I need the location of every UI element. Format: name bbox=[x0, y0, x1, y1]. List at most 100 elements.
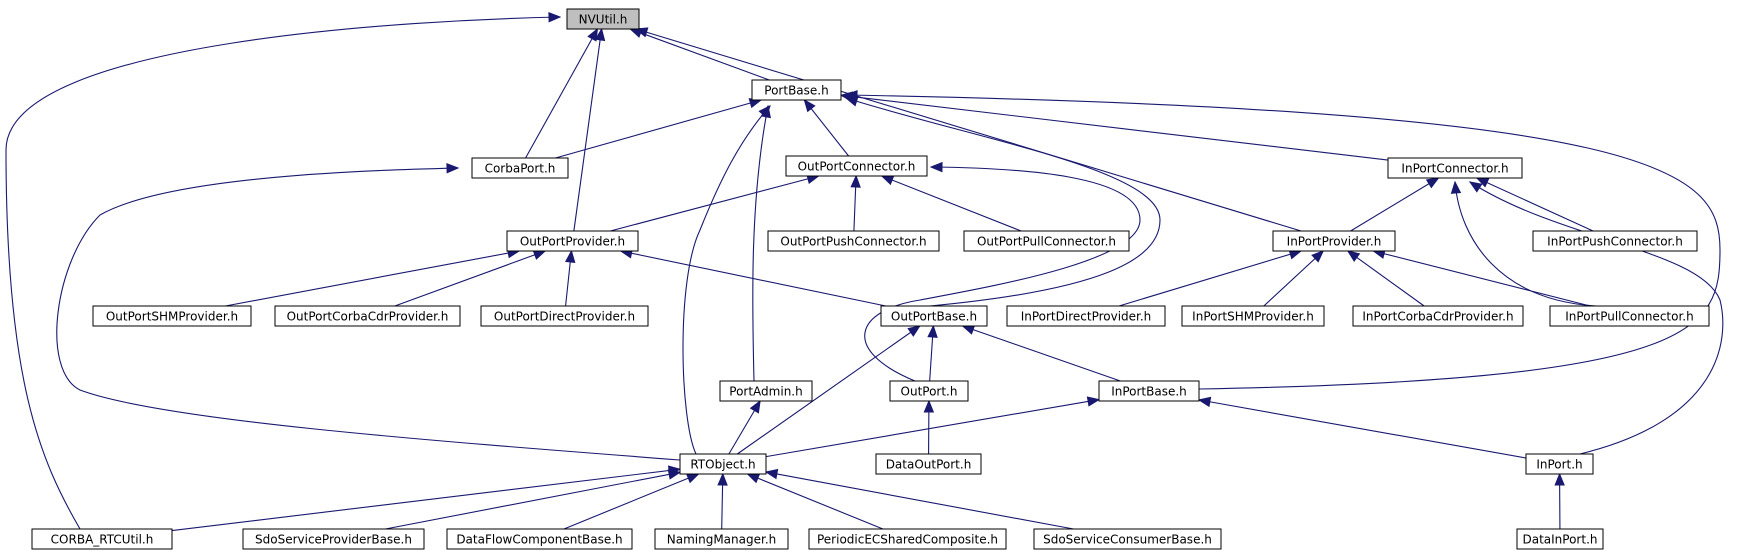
node-outportpushconnector[interactable]: OutPortPushConnector.h bbox=[767, 230, 940, 252]
node-box bbox=[566, 8, 640, 30]
node-box bbox=[1181, 305, 1325, 327]
node-box bbox=[446, 528, 633, 550]
node-label: SdoServiceConsumerBase.h bbox=[1043, 533, 1212, 547]
edge-outportprovider-to-nvutil bbox=[573, 27, 606, 232]
edge-outportconnector-to-portbase bbox=[803, 98, 850, 157]
node-box bbox=[480, 305, 649, 327]
node-label: OutPortConnector.h bbox=[798, 160, 916, 174]
node-outportpullconnector[interactable]: OutPortPullConnector.h bbox=[963, 230, 1130, 252]
node-inportprovider[interactable]: InPortProvider.h bbox=[1272, 230, 1396, 252]
node-inportcorbacdrprovider[interactable]: InPortCorbaCdrProvider.h bbox=[1352, 305, 1524, 327]
node-outportshmprovider[interactable]: OutPortSHMProvider.h bbox=[92, 305, 252, 327]
node-outportconnector[interactable]: OutPortConnector.h bbox=[785, 155, 928, 177]
node-periodicecsharedcomposite[interactable]: PeriodicECSharedComposite.h bbox=[808, 528, 1007, 550]
node-box bbox=[679, 453, 767, 475]
edge-sdoserviceconsumerbase-to-rtobject bbox=[764, 468, 1074, 530]
edge-outportcorbacdrprovider-to-outportprovider bbox=[394, 250, 547, 307]
node-corbaport[interactable]: CorbaPort.h bbox=[471, 157, 569, 179]
node-inportshmprovider[interactable]: InPortSHMProvider.h bbox=[1181, 305, 1325, 327]
node-inport[interactable]: InPort.h bbox=[1525, 453, 1594, 475]
node-dataoutport[interactable]: DataOutPort.h bbox=[875, 453, 982, 475]
node-label: DataInPort.h bbox=[1522, 533, 1597, 547]
edge-dataoutport-to-outport bbox=[923, 399, 935, 455]
node-outport[interactable]: OutPort.h bbox=[889, 380, 969, 402]
node-label: InPortSHMProvider.h bbox=[1192, 310, 1314, 324]
node-box bbox=[808, 528, 1007, 550]
node-corba_rtcutil[interactable]: CORBA_RTCUtil.h bbox=[31, 528, 173, 550]
edge-periodicecsharedcomposite-to-rtobject bbox=[746, 473, 884, 530]
edge-inportcorbacdrprovider-to-inportprovider bbox=[1346, 250, 1425, 307]
edge-inportbase-to-outportbase bbox=[961, 324, 1121, 382]
edge-rtobject-to-outportbase bbox=[736, 325, 921, 455]
edge-inportprovider-to-inportconnector bbox=[1350, 177, 1440, 232]
node-portbase[interactable]: PortBase.h bbox=[751, 79, 842, 101]
node-label: OutPortPushConnector.h bbox=[780, 235, 926, 249]
node-namingmanager[interactable]: NamingManager.h bbox=[654, 528, 789, 550]
node-box bbox=[751, 79, 842, 101]
edge-inportpullconnector-to-inportprovider bbox=[1372, 248, 1591, 307]
node-nvutil[interactable]: NVUtil.h bbox=[566, 8, 640, 30]
node-sdoserviceproviderbase[interactable]: SdoServiceProviderBase.h bbox=[242, 528, 425, 550]
edge-outport-to-outportconnector bbox=[864, 161, 1141, 382]
edge-rtobject-to-corbaport bbox=[56, 163, 681, 461]
node-box bbox=[1549, 305, 1710, 327]
node-label: InPortCorbaCdrProvider.h bbox=[1362, 310, 1513, 324]
node-label: InPortBase.h bbox=[1111, 385, 1187, 399]
node-box bbox=[92, 305, 252, 327]
node-box bbox=[242, 528, 425, 550]
edge-outportshmprovider-to-outportprovider bbox=[225, 247, 521, 307]
edge-layer bbox=[5, 12, 1724, 532]
node-outportdirectprovider[interactable]: OutPortDirectProvider.h bbox=[480, 305, 649, 327]
node-label: InPortConnector.h bbox=[1401, 162, 1508, 176]
node-outportprovider[interactable]: OutPortProvider.h bbox=[506, 230, 639, 252]
node-label: InPortProvider.h bbox=[1287, 235, 1382, 249]
edge-outportdirectprovider-to-outportprovider bbox=[564, 249, 576, 307]
node-box bbox=[963, 230, 1130, 252]
node-label: InPortDirectProvider.h bbox=[1021, 310, 1152, 324]
edge-namingmanager-to-rtobject bbox=[717, 472, 728, 530]
node-label: NVUtil.h bbox=[579, 13, 628, 27]
edge-rtobject-to-portadmin bbox=[728, 399, 761, 455]
edge-sdoserviceproviderbase-to-rtobject bbox=[385, 469, 682, 530]
edge-corbaport-to-portbase bbox=[555, 98, 763, 159]
node-box bbox=[1532, 230, 1698, 252]
node-outportcorbacdrprovider[interactable]: OutPortCorbaCdrProvider.h bbox=[274, 305, 461, 327]
edge-outportprovider-to-outportconnector bbox=[610, 173, 820, 232]
node-inportpushconnector[interactable]: InPortPushConnector.h bbox=[1532, 230, 1698, 252]
node-box bbox=[889, 380, 969, 402]
node-box bbox=[767, 230, 940, 252]
node-sdoserviceconsumerbase[interactable]: SdoServiceConsumerBase.h bbox=[1033, 528, 1222, 550]
node-inportpullconnector[interactable]: InPortPullConnector.h bbox=[1549, 305, 1710, 327]
edge-outportpushconnector-to-outportconnector bbox=[850, 174, 861, 232]
node-inportdirectprovider[interactable]: InPortDirectProvider.h bbox=[1006, 305, 1166, 327]
node-box bbox=[880, 305, 988, 327]
node-inportconnector[interactable]: InPortConnector.h bbox=[1387, 157, 1523, 179]
node-label: NamingManager.h bbox=[667, 533, 777, 547]
node-rtobject[interactable]: RTObject.h bbox=[679, 453, 767, 475]
node-label: RTObject.h bbox=[690, 458, 755, 472]
node-box bbox=[471, 157, 569, 179]
edge-inportshmprovider-to-inportprovider bbox=[1263, 250, 1325, 307]
node-dataflowcomponentbase[interactable]: DataFlowComponentBase.h bbox=[446, 528, 633, 550]
node-portadmin[interactable]: PortAdmin.h bbox=[719, 380, 813, 402]
node-box bbox=[785, 155, 928, 177]
node-box bbox=[1387, 157, 1523, 179]
node-box bbox=[1006, 305, 1166, 327]
edge-corba_rtcutil-to-nvutil bbox=[5, 12, 562, 530]
node-box bbox=[274, 305, 461, 327]
node-inportbase[interactable]: InPortBase.h bbox=[1098, 380, 1200, 402]
node-box bbox=[1033, 528, 1222, 550]
edge-inportprovider-to-nvutil bbox=[634, 27, 1302, 232]
edge-datainport-to-inport bbox=[1554, 472, 1565, 530]
edge-outport-to-outportbase bbox=[927, 324, 938, 382]
edge-portbase-to-nvutil bbox=[629, 28, 770, 81]
node-outportbase[interactable]: OutPortBase.h bbox=[880, 305, 988, 327]
node-label: PeriodicECSharedComposite.h bbox=[817, 533, 998, 547]
node-label: CORBA_RTCUtil.h bbox=[51, 533, 154, 547]
node-label: OutPortPullConnector.h bbox=[977, 235, 1116, 249]
node-box bbox=[654, 528, 789, 550]
node-box bbox=[719, 380, 813, 402]
node-label: OutPortDirectProvider.h bbox=[494, 310, 635, 324]
node-label: InPortPushConnector.h bbox=[1547, 235, 1683, 249]
node-datainport[interactable]: DataInPort.h bbox=[1516, 528, 1604, 550]
